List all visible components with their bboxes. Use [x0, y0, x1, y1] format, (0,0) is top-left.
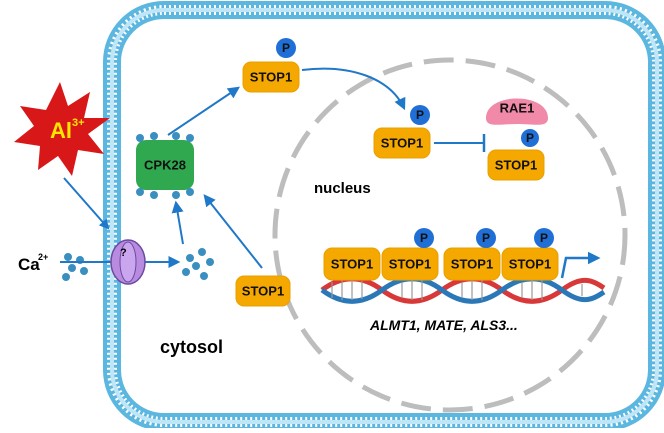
ca-label: Ca: [18, 255, 40, 274]
calcium-ions-outside: [62, 253, 88, 281]
al-to-channel-arrow: [63, 177, 110, 230]
nuclear-import-arrow: [301, 67, 406, 111]
ca-superscript: 2+: [38, 252, 48, 262]
calcium-channel-icon: ?: [110, 239, 146, 285]
stop1-on-dna-4: STOP1 P: [501, 228, 559, 281]
stop1-label: STOP1: [381, 136, 423, 151]
target-genes-label: ALMT1, MATE, ALS3...: [369, 317, 518, 333]
inhibition-arrow: [434, 134, 486, 152]
cytosol-label: cytosol: [160, 337, 223, 357]
stop1-cytosol: STOP1: [235, 275, 291, 307]
stop1-on-dna-1: STOP1: [323, 247, 381, 281]
nucleus-label: nucleus: [314, 180, 371, 197]
stop1-phosphorylated-nucleus: STOP1 P: [373, 105, 431, 159]
al-superscript: 3+: [72, 117, 85, 129]
al-label: Al: [50, 118, 72, 143]
stop1-label: STOP1: [509, 257, 551, 272]
cell-membrane: [103, 1, 664, 431]
cpk28-label: CPK28: [144, 158, 186, 173]
stop1-on-dna-3: STOP1 P: [443, 228, 501, 281]
rae1-complex: RAE1 STOP1 P: [486, 98, 548, 181]
transcription-arrow: [560, 251, 601, 279]
phosphate-label: P: [420, 231, 428, 245]
phosphate-label: P: [540, 231, 548, 245]
stop1-label: STOP1: [389, 257, 431, 272]
stop1-label: STOP1: [451, 257, 493, 272]
nucleus-envelope: [272, 57, 628, 413]
phosphate-label: P: [526, 131, 534, 145]
rae1-label: RAE1: [500, 101, 535, 116]
cpk28-phosphorylation-arrow: [167, 86, 240, 136]
calcium-to-cpk28-arrow: [171, 200, 184, 245]
phosphate-label: P: [482, 231, 490, 245]
stop1-label: STOP1: [250, 70, 292, 85]
aluminum-ion: Al 3+: [14, 82, 110, 176]
stop1-label: STOP1: [331, 257, 373, 272]
stop1-phosphorylated-cytosol: STOP1 P: [242, 38, 300, 93]
stop1-label: STOP1: [242, 284, 284, 299]
stop1-to-cpk28-arrow: [203, 194, 263, 269]
phosphate-label: P: [282, 41, 290, 55]
dna-helix-icon: [320, 276, 606, 304]
stop1-label: STOP1: [495, 158, 537, 173]
cpk28-kinase: CPK28: [136, 132, 194, 199]
phosphate-label: P: [416, 108, 424, 122]
red-star-burst-icon: [14, 82, 110, 176]
channel-question-mark: ?: [120, 247, 127, 259]
stop1-on-dna-2: STOP1 P: [381, 228, 439, 281]
calcium-ions-inside: [182, 248, 214, 280]
